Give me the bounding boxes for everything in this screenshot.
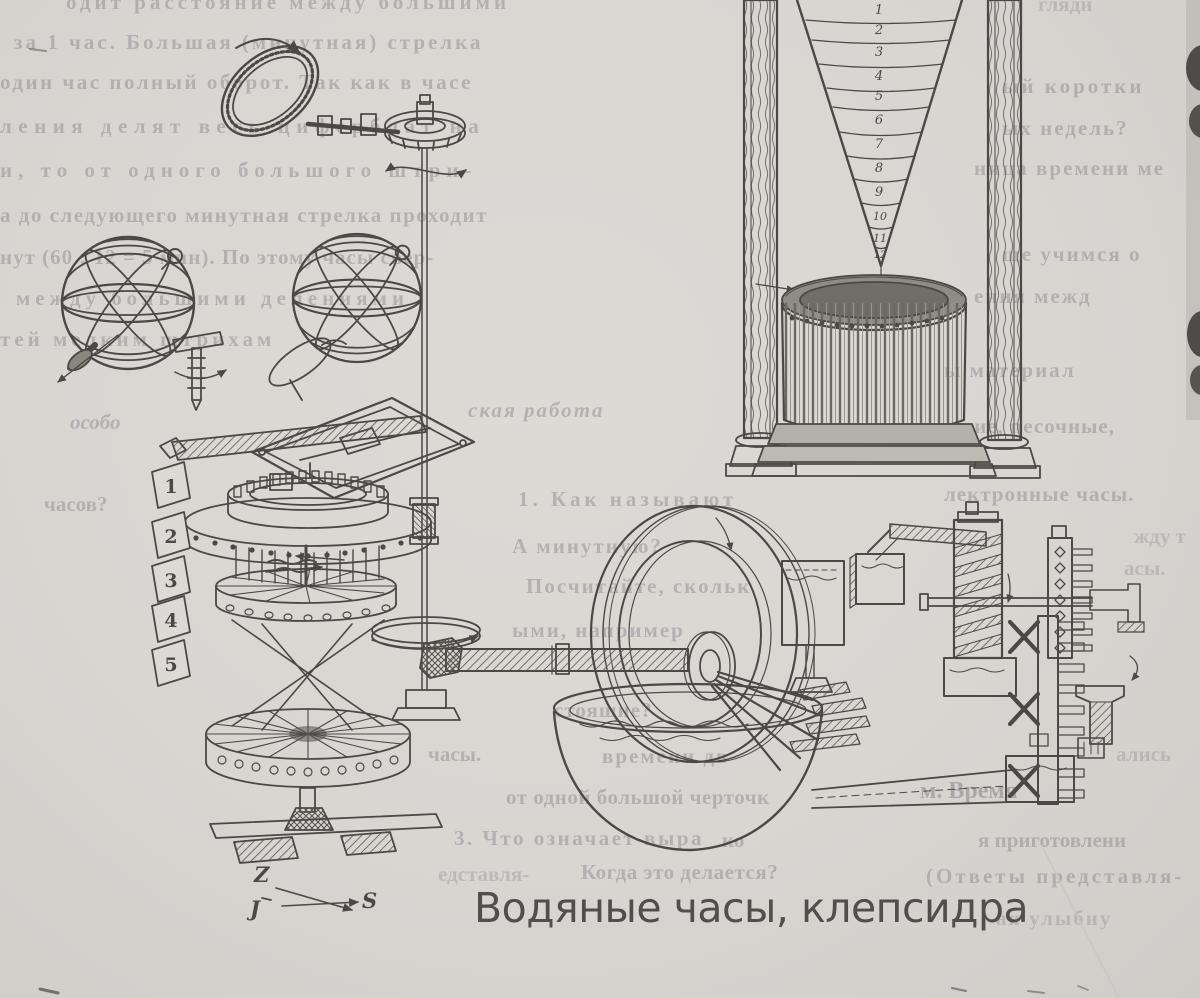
cone-scale-label: 2 [874, 23, 883, 38]
ghost-text-line: Посчитайте, скольк [526, 574, 752, 598]
ghost-text-line: жду т [1134, 524, 1186, 548]
cone-scale-label: 5 [875, 89, 883, 104]
ghost-text-line: от одной большой черточк [506, 785, 770, 809]
screw-key [172, 331, 227, 411]
scan-artifact [1186, 0, 1200, 420]
armillary-globe-left [57, 235, 196, 383]
numbered-plates [151, 461, 191, 687]
cone-scale-label: 1 [875, 3, 883, 18]
ghost-text-line: ых недель? [1002, 116, 1129, 140]
cone-scale-label: 10 [873, 210, 887, 223]
ghost-text-line: я приготовлени [978, 828, 1127, 852]
hatched-beam [159, 415, 427, 461]
plate-label: 3 [164, 570, 177, 592]
rotating-ring-dial [220, 37, 320, 138]
cone-scale-label: 9 [875, 185, 883, 200]
ghost-text-line: ая улыбну [996, 906, 1113, 930]
cone-scale-label: 7 [875, 137, 884, 152]
cone-scale-label: 12 [874, 250, 887, 261]
ghost-text-line: асы. [1124, 556, 1166, 580]
ghost-text-line: ыми, например [512, 618, 685, 642]
ghost-text-line: едставля- [438, 862, 530, 886]
ghost-text-line: ще учимся о [1002, 242, 1142, 266]
measuring-cone [755, 0, 964, 299]
cone-scale: 1 2 3 4 5 6 7 8 9 10 11 12 [873, 3, 887, 261]
cone-scale-label: 8 [875, 161, 883, 176]
cone-scale-label: 4 [874, 69, 883, 84]
compass-label-j: J [246, 896, 262, 921]
ghost-text-line: а до следующего минутная стрелка проходи… [0, 203, 488, 227]
ghost-text-line: особо [70, 410, 121, 434]
cone-scale-label: 3 [875, 45, 883, 60]
ghost-text-line: ались [1116, 742, 1171, 766]
basin [552, 682, 1013, 852]
plate-label: 2 [164, 526, 177, 548]
ghost-text-line: А минутную? [512, 534, 663, 558]
ghost-text-line: Когда это делается? [581, 860, 779, 884]
ghost-text-line: ко [722, 828, 745, 852]
ghost-text-line: м. Время [920, 778, 1018, 804]
plate-label: 5 [164, 654, 177, 676]
clock-tower-mechanism [184, 470, 443, 864]
ghost-text-line: одит расстояние между большими [66, 0, 511, 14]
armillary-globe-right [268, 232, 423, 401]
float-rack-mechanism [849, 501, 1145, 805]
ghost-text-line: ый коротки [1002, 74, 1145, 98]
compass-axes [261, 887, 360, 912]
ghost-text-line: часы. [428, 742, 482, 766]
pen-marks [29, 48, 1119, 997]
plate-label: 4 [164, 610, 177, 632]
cone-scale-label: 11 [873, 232, 887, 245]
ghost-text-line: часов? [44, 492, 108, 516]
ghost-text-line: ская работа [468, 398, 605, 422]
columns [725, 0, 1041, 479]
worm-shaft [419, 637, 689, 679]
compass-label-s: S [362, 888, 377, 913]
cone-scale-label: 6 [875, 113, 883, 128]
water-wheel [589, 504, 871, 772]
figure-caption: Водяные часы, клепсидра [474, 884, 1029, 932]
worm-gear-drive [305, 94, 481, 721]
supply-tank [781, 560, 845, 693]
compass-label-z: Z [253, 862, 270, 887]
receiving-vessel [751, 274, 997, 477]
ghost-text-line: гляди [1038, 0, 1093, 16]
ghost-text-line: тей мелким штрихам [0, 327, 276, 351]
plate-label: 1 [164, 476, 177, 498]
ghost-text-line: нут (60 : 12 = 5 мин). По этому часы све… [0, 245, 435, 269]
